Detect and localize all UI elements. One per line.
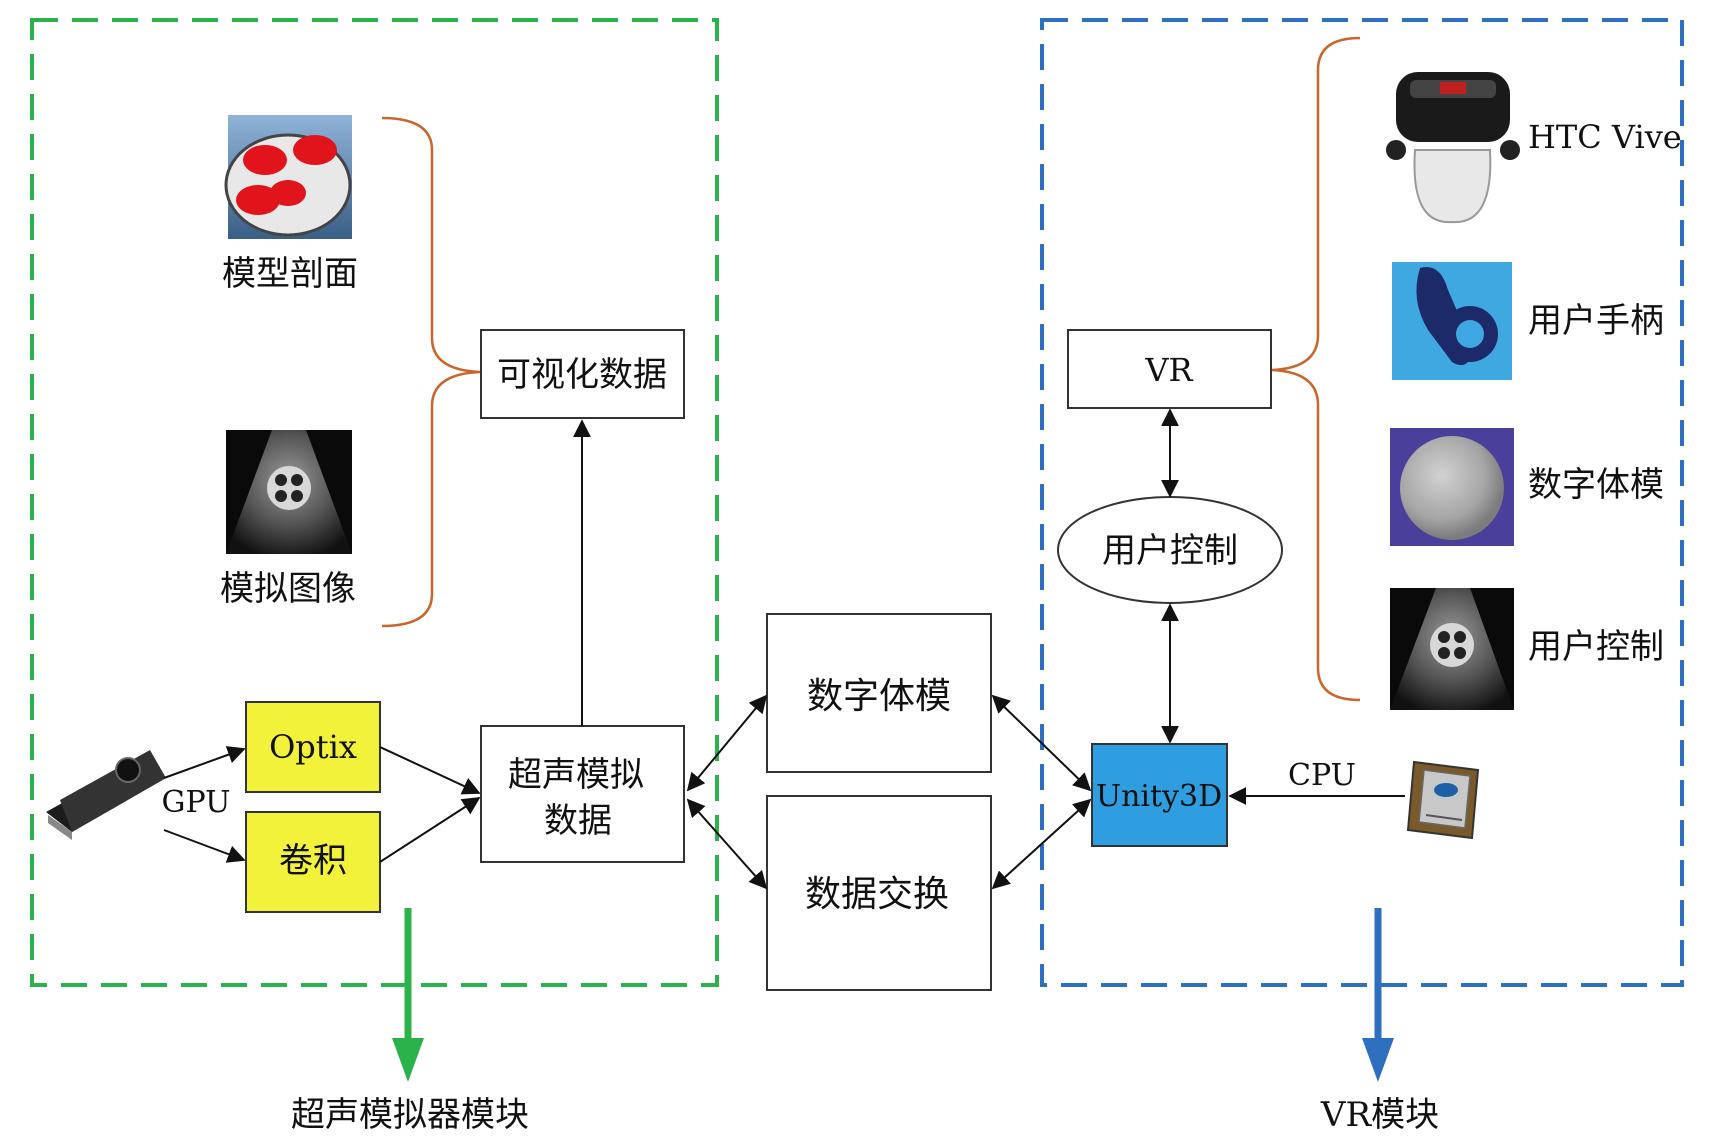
gpu-card-icon <box>46 750 166 840</box>
vr-module-border <box>1040 18 1684 987</box>
unity3d-label: Unity3D <box>1096 779 1222 814</box>
gpu-to-conv-arrow <box>163 829 246 863</box>
data-exchange-box <box>766 795 992 991</box>
data-exchange-label: 数据交换 <box>805 874 949 915</box>
model-section-label: 模型剖面 <box>222 254 358 294</box>
ultrasound-module-caption: 超声模拟器模块 <box>291 1095 529 1135</box>
user-control-label: 用户控制 <box>1102 531 1238 571</box>
sim-phantom-arrow <box>686 694 768 792</box>
sim-data-box <box>480 725 685 863</box>
visual-data-label: 可视化数据 <box>497 355 667 395</box>
model-section-icon <box>224 115 352 239</box>
sim-data-label-line1: 超声模拟 <box>508 755 644 795</box>
sim-data-label-line2: 数据 <box>544 801 612 841</box>
user-control-device-label: 用户控制 <box>1528 627 1664 667</box>
optix-label: Optix <box>269 728 357 766</box>
cpu-chip-icon <box>1406 760 1480 840</box>
visual-data-box <box>480 329 685 419</box>
controller-label: 用户手柄 <box>1528 301 1664 341</box>
digital-phantom-label: 数字体模 <box>807 676 951 717</box>
sphere-phantom-label: 数字体模 <box>1528 465 1664 505</box>
vr-box <box>1067 329 1272 409</box>
gpu-to-optix-arrow <box>163 746 246 779</box>
optix-box <box>245 701 381 793</box>
sphere-phantom-icon <box>1390 428 1514 546</box>
ultrasound-image-icon <box>226 430 352 554</box>
right-brace <box>1271 36 1361 702</box>
htc-vive-label: HTC Vive <box>1528 118 1682 156</box>
unity3d-box <box>1091 743 1228 847</box>
exchange-unity-arrow <box>991 798 1092 890</box>
simulated-image-label: 模拟图像 <box>220 569 356 609</box>
optix-to-sim-arrow <box>379 746 481 795</box>
gpu-label: GPU <box>162 785 231 820</box>
left-brace <box>381 116 481 628</box>
vr-label: VR <box>1144 351 1193 389</box>
phantom-unity-arrow <box>991 694 1092 792</box>
conv-box <box>245 811 381 913</box>
digital-phantom-box <box>766 613 992 773</box>
ultrasound-image-icon <box>1390 588 1514 710</box>
vr-module-caption: VR模块 <box>1320 1095 1439 1135</box>
conv-label: 卷积 <box>279 841 347 881</box>
cpu-label: CPU <box>1288 758 1356 793</box>
ultrasound-module-border <box>30 18 719 987</box>
conv-to-sim-arrow <box>379 797 481 863</box>
sim-exchange-arrow <box>686 798 768 890</box>
controller-icon <box>1392 262 1512 380</box>
vr-headset-icon <box>1386 72 1520 224</box>
